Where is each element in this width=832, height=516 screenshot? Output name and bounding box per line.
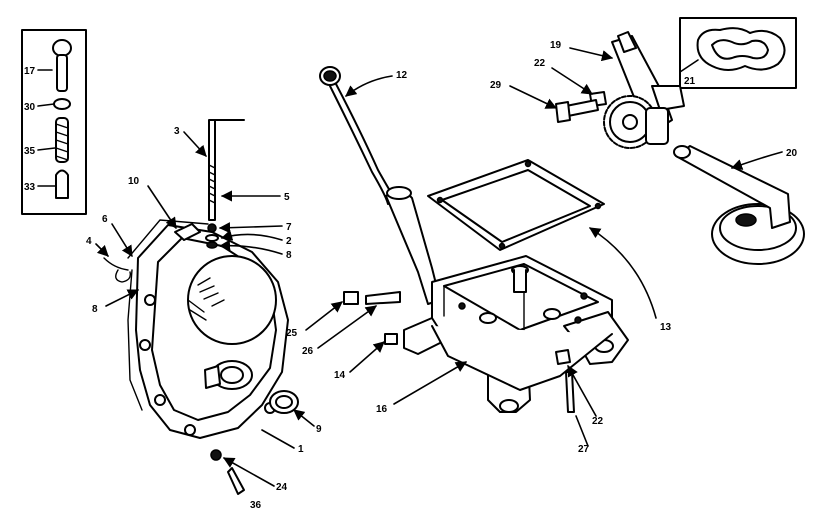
callout-24: 24 bbox=[276, 482, 288, 493]
part-20-oil-pickup bbox=[673, 145, 805, 265]
callout-16: 16 bbox=[376, 404, 388, 415]
callout-17: 17 bbox=[24, 66, 36, 77]
callout-12: 12 bbox=[396, 70, 408, 81]
callout-1: 1 bbox=[298, 444, 304, 455]
callout-5: 5 bbox=[284, 192, 290, 203]
callout-33: 33 bbox=[24, 182, 36, 193]
callout-19: 19 bbox=[550, 40, 562, 51]
part-22-lower bbox=[555, 349, 571, 365]
callout-14: 14 bbox=[334, 370, 346, 381]
callout-36: 36 bbox=[250, 500, 262, 511]
part-19-oil-pump bbox=[603, 31, 685, 149]
callout-8-left: 8 bbox=[92, 304, 98, 315]
callout-13: 13 bbox=[660, 322, 672, 333]
callout-8-right: 8 bbox=[286, 250, 292, 261]
part-25-block bbox=[343, 291, 359, 305]
part-13-base-gasket bbox=[427, 159, 605, 251]
callout-4: 4 bbox=[86, 236, 92, 247]
callout-25: 25 bbox=[286, 328, 298, 339]
part-12-dipstick-tube bbox=[319, 66, 441, 305]
inset-box-left bbox=[21, 29, 87, 215]
callout-29: 29 bbox=[490, 80, 502, 91]
callout-35: 35 bbox=[24, 146, 36, 157]
part-26-rod bbox=[365, 291, 401, 305]
part-17-pin bbox=[52, 39, 72, 92]
callout-6: 6 bbox=[102, 214, 108, 225]
callout-30: 30 bbox=[24, 102, 36, 113]
part-29-bolt bbox=[555, 99, 599, 123]
callout-9: 9 bbox=[316, 424, 322, 435]
callout-2: 2 bbox=[286, 236, 292, 247]
callout-3: 3 bbox=[174, 126, 180, 137]
part-35-spring bbox=[55, 117, 69, 163]
part-36-bolt bbox=[227, 467, 245, 495]
callout-21: 21 bbox=[684, 76, 696, 87]
leader-lines bbox=[37, 47, 783, 487]
part-2-washer bbox=[205, 234, 219, 242]
callout-7: 7 bbox=[286, 222, 292, 233]
part-3-rod bbox=[208, 119, 245, 221]
part-30-washer bbox=[53, 98, 71, 110]
part-4-clip bbox=[103, 257, 132, 283]
part-1-crankcase-cover bbox=[135, 224, 299, 439]
part-16-base bbox=[403, 255, 629, 413]
callout-10: 10 bbox=[128, 176, 140, 187]
part-24-washer bbox=[210, 449, 222, 461]
inset-box-right bbox=[679, 17, 797, 89]
callout-26: 26 bbox=[302, 346, 314, 357]
part-10-bracket bbox=[174, 223, 201, 241]
part-33-plunger bbox=[55, 169, 69, 199]
callout-27: 27 bbox=[578, 444, 590, 455]
part-14-nut bbox=[384, 333, 398, 345]
callout-20: 20 bbox=[786, 148, 798, 159]
callout-22-upper: 22 bbox=[534, 58, 546, 69]
part-8-nut bbox=[206, 241, 218, 249]
callout-22-lower: 22 bbox=[592, 416, 604, 427]
part-7-washer bbox=[207, 223, 217, 233]
callout-labels: 17 30 35 33 3 5 7 2 8 10 6 4 8 9 1 24 36… bbox=[24, 40, 798, 511]
part-27-bolt bbox=[565, 371, 575, 413]
